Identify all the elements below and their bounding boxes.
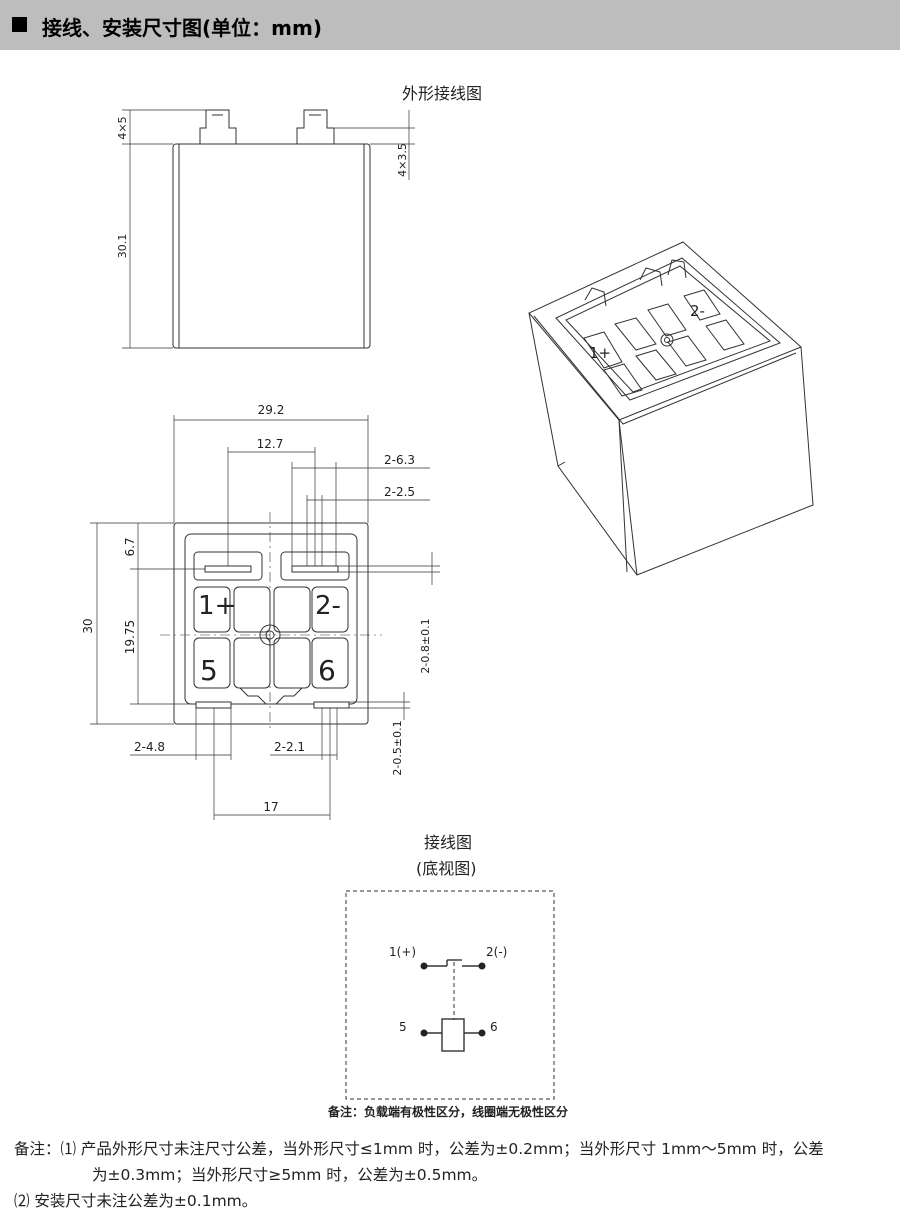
note-line-2: 为±0.3mm；当外形尺寸≥5mm 时，公差为±0.5mm。: [92, 1166, 488, 1184]
notes: 备注：⑴ 产品外形尺寸未注尺寸公差，当外形尺寸≤1mm 时，公差为±0.2mm；…: [14, 1136, 824, 1214]
dim-pin-w2-label: 2-2.5: [384, 485, 415, 499]
pin-1-dot: [420, 962, 428, 970]
dim-pitch-top-label: 12.7: [257, 437, 284, 451]
terminal-5-label: 5: [200, 654, 218, 687]
section-title: 接线、安装尺寸图(单位：mm): [42, 16, 322, 40]
wiring-subtitle: (底视图): [416, 859, 477, 878]
pin-6-label: 6: [490, 1020, 498, 1034]
note-line-1: 备注：⑴ 产品外形尺寸未注尺寸公差，当外形尺寸≤1mm 时，公差为±0.2mm；…: [14, 1140, 824, 1158]
dim-top-label: 4×5: [116, 116, 129, 139]
terminal-2-label: 2-: [315, 591, 341, 621]
dim-height-label: 30.1: [116, 234, 129, 259]
pin-1-label: 1(+): [389, 945, 416, 959]
dim-pin-t1-label: 2-0.8±0.1: [419, 618, 432, 673]
schematic: [345, 890, 555, 1100]
dim-coil-w2-label: 2-2.1: [274, 740, 305, 754]
dim-coil-pitch-label: 17: [263, 800, 278, 814]
terminal-1-label: 1+: [198, 591, 236, 621]
side-view: [122, 109, 415, 349]
square-bullet-icon: [12, 17, 27, 32]
section-header: 接线、安装尺寸图(单位：mm): [0, 0, 900, 50]
bottom-view: [90, 415, 440, 820]
dim-height-bottom-label: 30: [81, 618, 95, 633]
pin-2-label: 2(-): [486, 945, 507, 959]
pin-5-dot: [420, 1029, 428, 1037]
dim-pin-w1-label: 2-6.3: [384, 453, 415, 467]
isometric-view: [528, 241, 814, 576]
iso-terminal-2-label: 2-: [690, 302, 705, 320]
outline-title: 外形接线图: [402, 84, 483, 103]
dim-pitch-v-label: 19.75: [123, 620, 137, 654]
wiring-title: 接线图: [424, 833, 473, 852]
dim-offset-label: 6.7: [123, 537, 137, 556]
dim-width-label: 29.2: [258, 403, 285, 417]
pin-5-label: 5: [399, 1020, 407, 1034]
dim-coil-w1-label: 2-4.8: [134, 740, 165, 754]
iso-terminal-1-label: 1+: [589, 344, 611, 362]
dim-right-label: 4×3.5: [396, 143, 409, 177]
dim-pin-t2-label: 2-0.5±0.1: [391, 720, 404, 775]
pin-2-dot: [478, 962, 486, 970]
note-line-3: ⑵ 安装尺寸未注公差为±0.1mm。: [14, 1192, 258, 1210]
terminal-6-label: 6: [318, 654, 336, 687]
diagram-note: 备注：负载端有极性区分，线圈端无极性区分: [328, 1105, 569, 1119]
pin-6-dot: [478, 1029, 486, 1037]
